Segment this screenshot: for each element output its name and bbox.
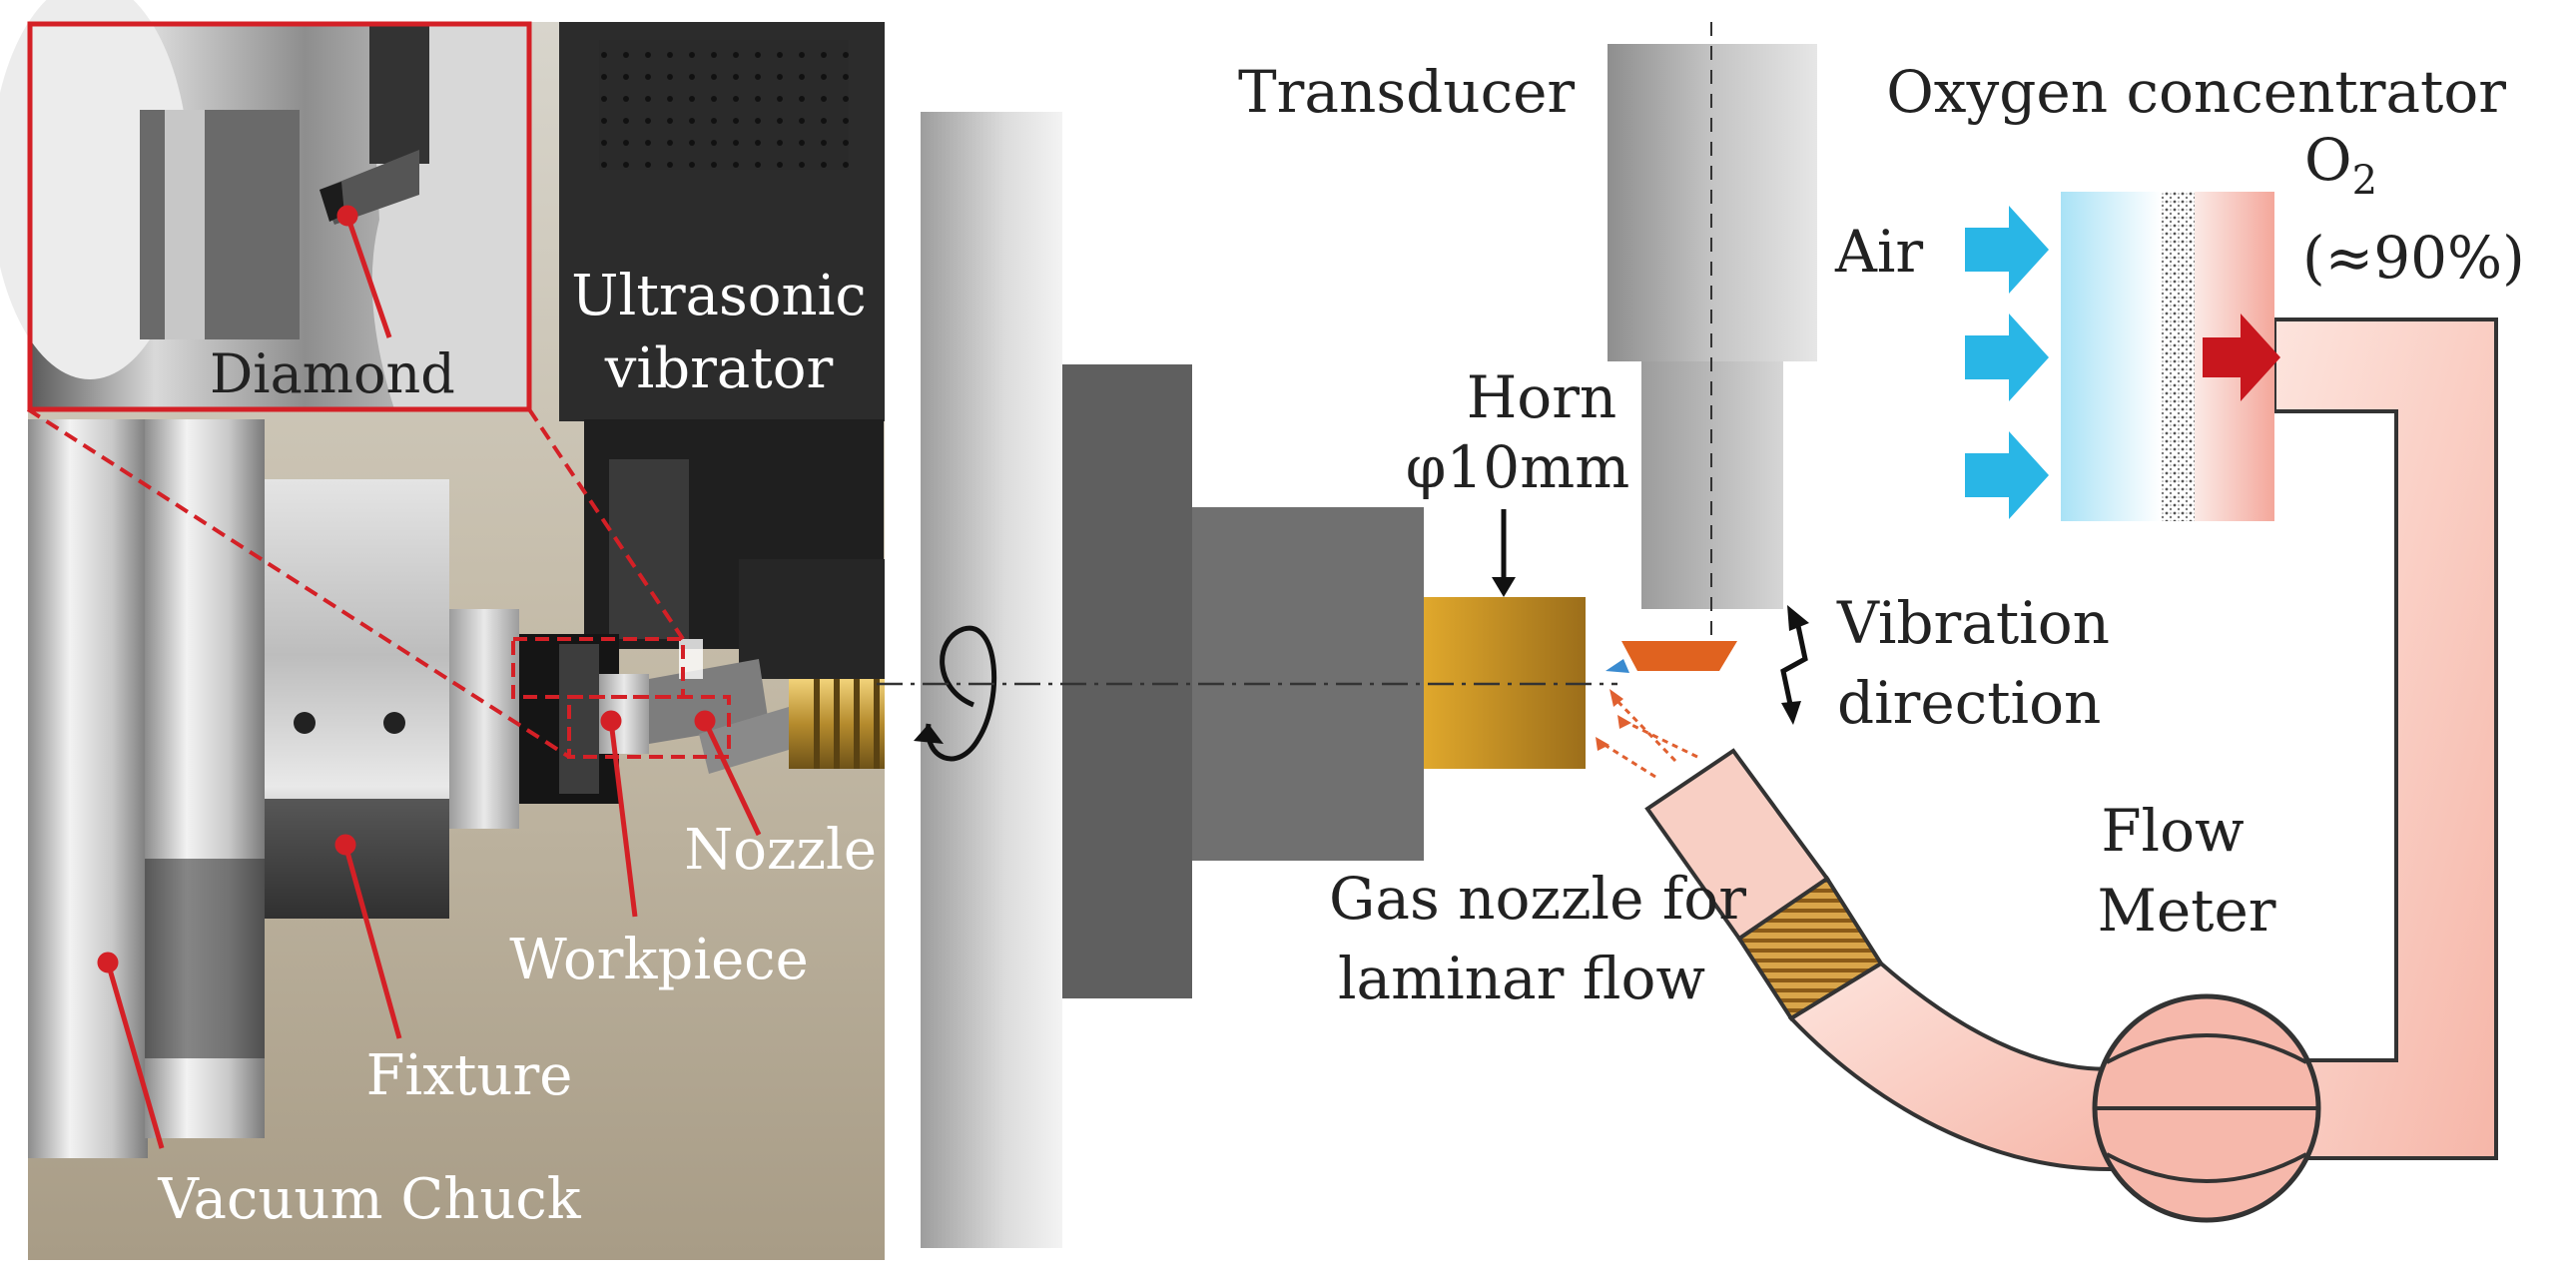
pointer-fixture-dot (334, 834, 356, 856)
label-diamond: Diamond (210, 342, 455, 405)
pointer-diamond-dot (336, 205, 358, 227)
schematic-panel: Transducer Oxygen concentrator Air O2 (≈… (877, 22, 2525, 1248)
nozzle-hose (1787, 961, 2139, 1171)
spindle-collar (449, 609, 519, 829)
air-side-chamber (2061, 192, 2161, 521)
vacuum-chuck (28, 419, 265, 1158)
label-horn-line1: Horn (1467, 363, 1617, 431)
inset-workpiece (140, 110, 300, 339)
label-flow-meter-line2: Meter (2097, 877, 2275, 945)
membrane (2161, 192, 2195, 521)
pointer-vacuum-chuck (105, 962, 165, 1149)
pointer-vacuum-chuck-dot (97, 952, 119, 973)
diamond-tool-tip (1606, 659, 1629, 673)
fixture-hole-2 (383, 712, 405, 734)
pointer-nozzle (702, 719, 762, 837)
oxygen-arrow (2203, 314, 2280, 401)
transducer (1606, 22, 1817, 673)
vibration-arrow (1780, 605, 1809, 725)
pointer-workpiece (608, 720, 638, 918)
flow-meter (2092, 993, 2321, 1223)
collet-highlight (559, 644, 599, 794)
diamond-tool-holder (1621, 641, 1737, 671)
label-workpiece: Workpiece (509, 928, 809, 992)
ultrasonic-vibrator-housing (559, 22, 885, 679)
label-vibration-line2: direction (1837, 669, 2101, 737)
rotation-arrowhead (914, 724, 944, 744)
vacuum-chuck-shadow (145, 859, 265, 1058)
air-arrow-2 (1965, 314, 2049, 401)
vibrator-grill (599, 40, 849, 170)
vibrator-tip-block (739, 559, 885, 679)
horn-arrow (1492, 509, 1516, 597)
label-ultrasonic-line1: Ultrasonic (571, 264, 867, 328)
label-vacuum-chuck: Vacuum Chuck (157, 1167, 581, 1232)
rotation-arrow (914, 625, 997, 762)
inset-workpiece-highlight (165, 110, 205, 339)
gas-nozzle-photo (699, 679, 885, 774)
photo-panel: Diamond Ultrasonic vibrator Nozzle Workp… (0, 0, 885, 1260)
vacuum-chuck-disc (28, 419, 148, 1158)
zoom-line-left (26, 407, 571, 759)
pointer-workpiece-dot (600, 710, 622, 732)
pointer-nozzle-dot (694, 710, 716, 732)
fixture (265, 479, 449, 919)
zoom-line-right (527, 407, 685, 641)
highlight-rect-lower (567, 695, 731, 759)
label-horn-line2: φ10mm (1406, 433, 1629, 501)
vibrator-side-panel (609, 459, 689, 639)
inset-tool-shadow (369, 24, 429, 164)
label-nozzle: Nozzle (684, 818, 877, 883)
label-ultrasonic-line2: vibrator (604, 336, 834, 401)
schematic-chuck-plate (921, 112, 1062, 1248)
label-gas-nozzle-line1: Gas nozzle for (1329, 865, 1746, 933)
fixture-hole-1 (294, 712, 316, 734)
diamond-inset (0, 0, 529, 409)
fixture-flange (1062, 364, 1192, 998)
label-flow-meter-line1: Flow (2101, 797, 2244, 865)
label-o2-percent: (≈90%) (2302, 224, 2525, 292)
label-gas-nozzle-line2: laminar flow (1338, 945, 1705, 1012)
gas-nozzle-schematic (1644, 748, 2139, 1171)
label-air: Air (1834, 218, 1923, 286)
brass-fitting-ridges (814, 679, 880, 769)
air-arrow-1 (1965, 206, 2049, 294)
pointer-fixture (342, 844, 402, 1039)
label-o2: O2 (2304, 126, 2377, 204)
rotation-curve (926, 625, 997, 762)
pointer-diamond (344, 215, 392, 338)
label-vibration-line1: Vibration (1836, 589, 2110, 657)
oxygen-tube (2272, 318, 2498, 1160)
air-arrows (1965, 206, 2049, 519)
label-oxygen-concentrator: Oxygen concentrator (1886, 58, 2506, 126)
label-fixture: Fixture (366, 1043, 573, 1108)
highlight-box (26, 407, 731, 759)
label-transducer: Transducer (1238, 58, 1575, 126)
fixture-shadow (265, 799, 449, 919)
inset-frame (27, 21, 532, 412)
air-arrow-3 (1965, 431, 2049, 519)
photo-pointers (97, 205, 762, 1149)
gas-jet-arrows (1596, 689, 1698, 779)
